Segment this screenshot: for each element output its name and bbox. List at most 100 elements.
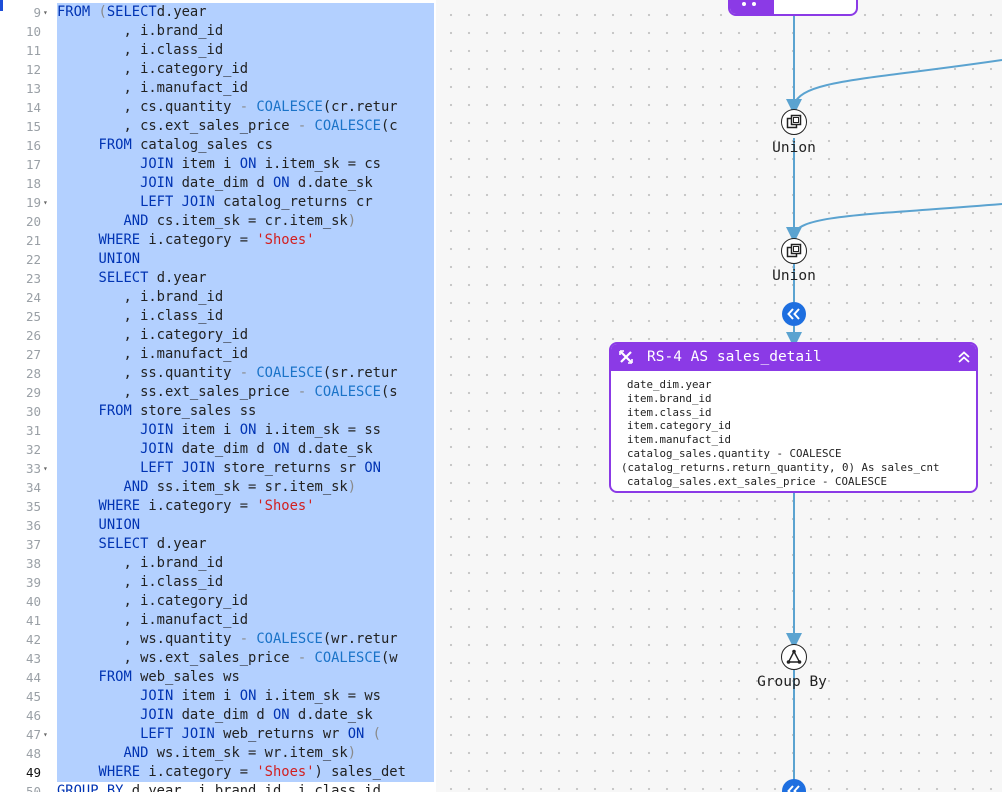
code-line[interactable]: 15 , cs.ext_sales_price - COALESCE(c <box>0 117 436 136</box>
code-line[interactable]: 30 FROM store_sales ss <box>0 402 436 421</box>
code-line[interactable]: 22 UNION <box>0 250 436 269</box>
code-token: date_dim d <box>181 707 273 723</box>
top-node[interactable] <box>728 0 858 16</box>
code-line[interactable]: 17 JOIN item i ON i.item_sk = cs <box>0 155 436 174</box>
code-line[interactable]: 13 , i.manufact_id <box>0 79 436 98</box>
code-line[interactable]: 35 WHERE i.category = 'Shoes' <box>0 497 436 516</box>
line-number: 41 <box>25 613 41 628</box>
code-line[interactable]: 37 SELECT d.year <box>0 535 436 554</box>
code-token: d.year <box>156 536 207 552</box>
code-token: ) <box>347 479 357 495</box>
code-text: , i.class_id <box>57 573 223 592</box>
code-line[interactable]: 25 , i.class_id <box>0 307 436 326</box>
code-token: GROUP BY <box>57 783 132 792</box>
code-line[interactable]: 38 , i.brand_id <box>0 554 436 573</box>
code-token: COALESCE <box>256 631 323 647</box>
code-token: item i <box>181 688 240 704</box>
code-line[interactable]: 41 , i.manufact_id <box>0 611 436 630</box>
code-token: , i.class_id <box>57 308 224 324</box>
code-token: d.year <box>156 270 207 286</box>
code-line[interactable]: 49 WHERE i.category = 'Shoes') sales_det <box>0 763 436 782</box>
fold-arrow-icon[interactable]: ▾ <box>43 464 48 473</box>
code-line[interactable]: 28 , ss.quantity - COALESCE(sr.retur <box>0 364 436 383</box>
code-line[interactable]: 19▾ LEFT JOIN catalog_returns cr <box>0 193 436 212</box>
collapse-button[interactable] <box>782 779 806 792</box>
code-token: ( <box>98 4 107 20</box>
code-line[interactable]: 40 , i.category_id <box>0 592 436 611</box>
line-number: 26 <box>25 328 41 343</box>
code-token: (w <box>380 650 398 666</box>
code-token: 'Shoes' <box>256 232 315 248</box>
code-text: LEFT JOIN catalog_returns cr <box>57 193 381 212</box>
group-by-icon[interactable] <box>781 644 807 670</box>
code-token: i.category = <box>148 764 257 780</box>
code-token: COALESCE <box>314 384 381 400</box>
code-line[interactable]: 21 WHERE i.category = 'Shoes' <box>0 231 436 250</box>
code-token: , ws.quantity <box>57 631 240 647</box>
union-icon[interactable] <box>781 238 807 264</box>
code-line[interactable]: 32 JOIN date_dim d ON d.date_sk <box>0 440 436 459</box>
code-line[interactable]: 9▾FROM (SELECTd.year <box>0 3 436 22</box>
code-token: item i <box>181 422 240 438</box>
code-text: GROUP BY d.year, i.brand_id, i.class_id <box>57 782 381 792</box>
code-line[interactable]: 34 AND ss.item_sk = sr.item_sk) <box>0 478 436 497</box>
double-chevron-left-icon <box>787 785 800 792</box>
line-number: 35 <box>25 499 41 514</box>
code-text: WHERE i.category = 'Shoes' <box>57 497 315 516</box>
code-line[interactable]: 12 , i.category_id <box>0 60 436 79</box>
code-token: (s <box>380 384 398 400</box>
code-line[interactable]: 42 , ws.quantity - COALESCE(wr.retur <box>0 630 436 649</box>
code-line[interactable]: 14 , cs.quantity - COALESCE(cr.retur <box>0 98 436 117</box>
code-line[interactable]: 20 AND cs.item_sk = cr.item_sk) <box>0 212 436 231</box>
code-text: , i.brand_id <box>57 554 223 573</box>
code-line[interactable]: 29 , ss.ext_sales_price - COALESCE(s <box>0 383 436 402</box>
code-line[interactable]: 43 , ws.ext_sales_price - COALESCE(w <box>0 649 436 668</box>
code-text: FROM web_sales ws <box>57 668 240 687</box>
code-line[interactable]: 18 JOIN date_dim d ON d.date_sk <box>0 174 436 193</box>
code-token: d.date_sk <box>297 441 381 457</box>
code-line[interactable]: 31 JOIN item i ON i.item_sk = ss <box>0 421 436 440</box>
code-text: , i.category_id <box>57 326 248 345</box>
fold-arrow-icon[interactable]: ▾ <box>43 8 48 17</box>
code-text: , ws.quantity - COALESCE(wr.retur <box>57 630 397 649</box>
line-number: 11 <box>25 43 41 58</box>
union-glyph-icon <box>786 114 802 129</box>
code-token: ON <box>239 688 265 704</box>
code-text: WHERE i.category = 'Shoes' <box>57 231 315 250</box>
code-line[interactable]: 26 , i.category_id <box>0 326 436 345</box>
code-line[interactable]: 44 FROM web_sales ws <box>0 668 436 687</box>
code-line[interactable]: 16 FROM catalog_sales cs <box>0 136 436 155</box>
code-line[interactable]: 36 UNION <box>0 516 436 535</box>
code-line[interactable]: 48 AND ws.item_sk = wr.item_sk) <box>0 744 436 763</box>
code-token: FROM <box>57 669 141 685</box>
code-line[interactable]: 23 SELECT d.year <box>0 269 436 288</box>
fold-arrow-icon[interactable]: ▾ <box>43 730 48 739</box>
code-line[interactable]: 33▾ LEFT JOIN store_returns sr ON <box>0 459 436 478</box>
union-2-label: Union <box>772 268 816 284</box>
code-line[interactable]: 45 JOIN item i ON i.item_sk = ws <box>0 687 436 706</box>
group-glyph-icon <box>786 649 802 664</box>
collapse-button[interactable] <box>782 302 806 326</box>
union-icon[interactable] <box>781 109 807 135</box>
code-line[interactable]: 24 , i.brand_id <box>0 288 436 307</box>
code-token: , i.brand_id <box>57 289 224 305</box>
chevron-double-up-icon[interactable] <box>956 349 972 365</box>
code-text: JOIN date_dim d ON d.date_sk <box>57 174 381 193</box>
code-token: ) <box>347 213 357 229</box>
query-diagram-canvas[interactable]: Union Union RS-4 AS sales_detail date_di… <box>436 0 1002 792</box>
editor-accent-bar <box>0 0 3 11</box>
code-token: - <box>239 99 257 115</box>
fold-arrow-icon[interactable]: ▾ <box>43 198 48 207</box>
code-line[interactable]: 11 , i.class_id <box>0 41 436 60</box>
code-line[interactable]: 46 JOIN date_dim d ON d.date_sk <box>0 706 436 725</box>
code-token: - <box>297 650 315 666</box>
code-line[interactable]: 27 , i.manufact_id <box>0 345 436 364</box>
code-text: , i.manufact_id <box>57 611 248 630</box>
code-token: JOIN <box>57 707 182 723</box>
code-line[interactable]: 10 , i.brand_id <box>0 22 436 41</box>
code-line[interactable]: 39 , i.class_id <box>0 573 436 592</box>
code-line[interactable]: 47▾ LEFT JOIN web_returns wr ON ( <box>0 725 436 744</box>
